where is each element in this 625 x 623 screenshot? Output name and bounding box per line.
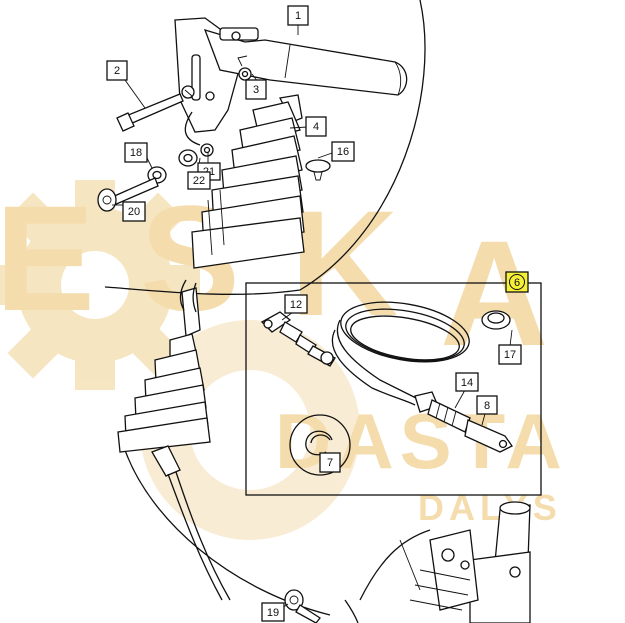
svg-text:16: 16 [337,146,349,158]
svg-text:7: 7 [327,457,333,469]
callout-12: 12 [284,294,308,314]
svg-text:3: 3 [253,84,259,96]
watermark-word-dalys: DALYS [418,487,562,528]
callout-17: 17 [498,344,522,365]
nut-part-3 [237,55,252,81]
callout-6-highlighted: 6 [505,271,529,293]
clevis-part-8 [464,419,513,453]
grommet-part-17 [481,310,511,330]
svg-text:8: 8 [484,400,490,412]
callout-18: 18 [124,142,148,163]
nut-part-22 [200,143,214,157]
svg-text:18: 18 [130,147,142,159]
brake-cable-lower [151,445,231,601]
svg-text:22: 22 [193,175,205,187]
callout-16: 16 [331,141,355,162]
svg-text:14: 14 [461,377,473,389]
bolt-part-19 [284,589,321,623]
cable-coil [331,301,470,406]
svg-text:19: 19 [267,607,279,619]
lower-arc-segment [344,599,359,623]
svg-text:20: 20 [128,206,140,218]
callout-19: 19 [261,602,285,622]
svg-text:17: 17 [504,349,516,361]
cable-kit-inset-frame [245,282,542,496]
callout-1: 1 [287,5,309,26]
watermark-letter-e: E [0,174,95,342]
svg-text:4: 4 [313,121,319,133]
cable-end-fitting-part-12 [260,311,336,367]
brake-mechanism-assembly [359,501,531,623]
callout-14: 14 [455,372,479,392]
callout-2: 2 [106,60,128,81]
callout-7: 7 [319,452,341,473]
svg-text:6: 6 [514,277,520,289]
watermark-letter-a: A [440,209,548,377]
bolt-part-2 [116,89,193,132]
bolt-part-20 [97,177,159,212]
svg-text:1: 1 [295,10,301,22]
cable-end-fitting-part-14 [414,391,471,433]
callout-3: 3 [245,79,267,100]
lower-gaiter-boot [117,279,211,453]
callout-20: 20 [122,201,146,222]
callout-22: 22 [187,171,211,190]
clip-part-16 [305,159,331,181]
spacer-part-21 [178,149,198,167]
console-outline-arc [104,0,426,295]
handbrake-lever [174,17,408,146]
upper-gaiter-boot [191,94,305,269]
svg-text:2: 2 [114,65,120,77]
circlip-part-7 [289,414,351,476]
svg-text:12: 12 [290,299,302,311]
callout-4: 4 [305,116,327,137]
callout-8: 8 [476,395,498,415]
